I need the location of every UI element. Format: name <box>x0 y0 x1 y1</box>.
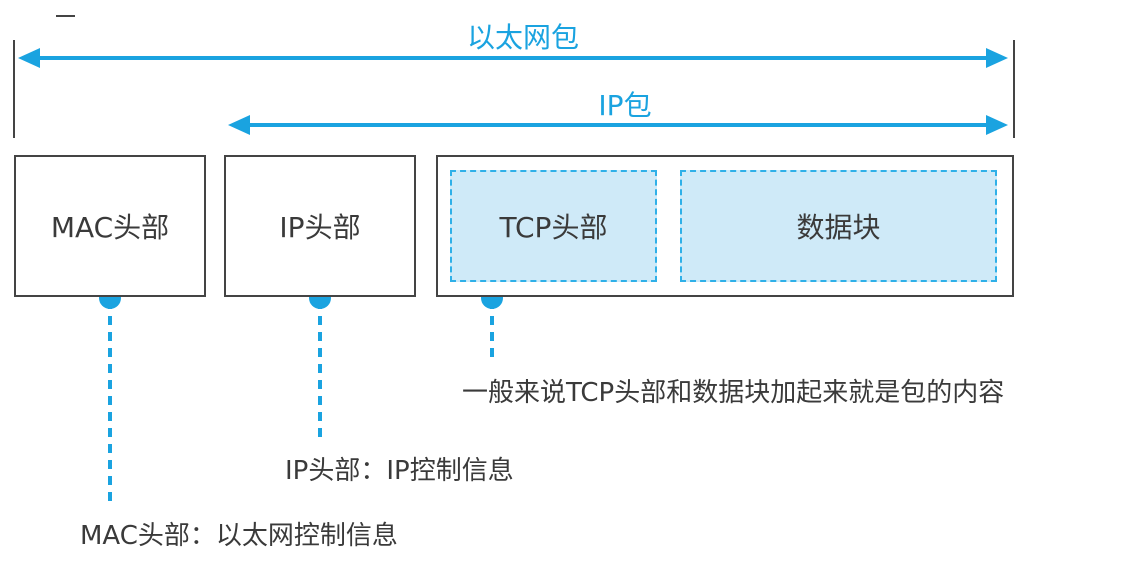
mac-header-note: MAC头部：以太网控制信息 <box>80 521 398 551</box>
data-block: 数据块 <box>680 170 997 282</box>
ip-header-label: IP头部 <box>279 211 361 244</box>
ip-header-note: IP头部：IP控制信息 <box>285 456 514 486</box>
mac-header-label: MAC头部 <box>50 211 170 244</box>
mac-connector <box>99 287 121 505</box>
data-block-label: 数据块 <box>796 211 881 244</box>
ethernet-packet-label: 以太网包 <box>466 21 580 54</box>
ethernet-span-arrow <box>18 48 1008 68</box>
ip-connector <box>309 287 331 442</box>
mac-header-block: MAC头部 <box>14 155 206 297</box>
payload-connector <box>481 287 503 360</box>
tcp-header-block: TCP头部 <box>450 170 657 282</box>
ip-span-arrow <box>228 115 1008 135</box>
ip-packet-label: IP包 <box>598 89 652 122</box>
tcp-header-label: TCP头部 <box>499 211 608 244</box>
payload-note: 一般来说TCP头部和数据块加起来就是包的内容 <box>462 378 1005 408</box>
ip-header-block: IP头部 <box>224 155 416 297</box>
